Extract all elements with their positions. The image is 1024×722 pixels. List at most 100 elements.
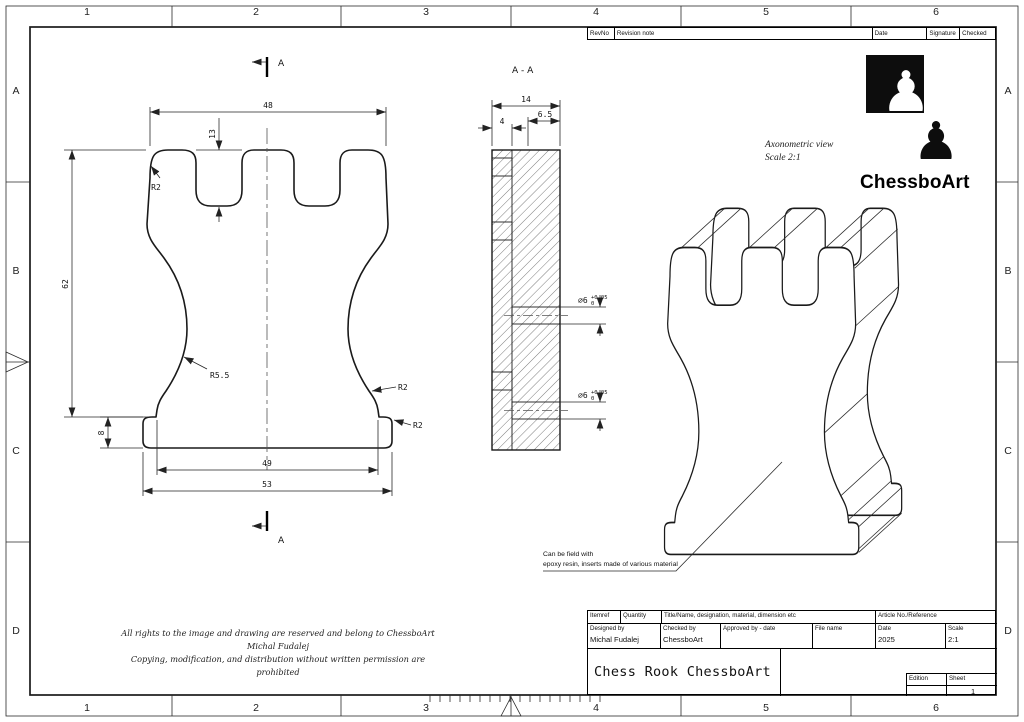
hole2-tol-lower: 0 (591, 396, 594, 402)
dim-front-wall: 4 (500, 117, 505, 126)
ext-62 (64, 149, 152, 418)
dim-top-width: 48 (263, 101, 273, 110)
zone-row-left-d: D (12, 625, 20, 637)
zone-row-left-b: B (12, 265, 20, 277)
zone-row-right-c: C (1004, 445, 1012, 457)
tb-designedby-value: Michal Fudalej (590, 635, 639, 644)
note-leader-line (543, 461, 783, 572)
zone-col-top-6: 6 (933, 6, 939, 18)
zone-col-top-4: 4 (593, 6, 599, 18)
dim-base-height: 8 (97, 430, 106, 435)
copyright-note: All rights to the image and drawing are … (118, 627, 438, 679)
dim-pocket: 6.5 (538, 110, 553, 119)
tb-date-value: 2025 (878, 635, 895, 644)
tb-approvedby-cell: Approved by - date (721, 624, 813, 649)
zone-col-top-5: 5 (763, 6, 769, 18)
tb-checkedby-label: Checked by (663, 625, 696, 632)
metric-graduation (429, 695, 601, 702)
hole1-tol-upper: +0.05 (591, 295, 608, 301)
rook-front-outline (142, 149, 393, 449)
rook-axon-front-face (663, 246, 860, 556)
logo-graphic: ♟ ♟ (866, 55, 960, 172)
zone-ticks (6, 6, 1018, 716)
axon-scale: Scale 2:1 (765, 153, 801, 163)
tb-checkedby-value: ChessboArt (663, 635, 703, 644)
tb-filename-cell: File name (813, 624, 876, 649)
axonometric-view (663, 207, 903, 556)
zone-col-bot-2: 2 (253, 702, 259, 714)
material-note: Can be field with epoxy resin, inserts m… (543, 550, 723, 569)
dim-height: 62 (61, 279, 70, 289)
logo-black-square (866, 55, 924, 113)
leader-r-base-right (393, 419, 412, 426)
zone-col-bot-4: 4 (593, 702, 599, 714)
zone-col-bot-5: 5 (763, 702, 769, 714)
radius-top-left: R2 (151, 183, 161, 192)
section-void-3 (491, 371, 513, 391)
leader-r-flare (183, 356, 208, 370)
logo: ♟ ♟ ChessboArt (860, 55, 990, 194)
tb-itemref-label: Itemref (588, 611, 621, 624)
tb-designedby-cell: Designed by Michal Fudalej (588, 624, 661, 649)
depth-connector-lines (681, 208, 902, 555)
leader-r-top-left (150, 165, 161, 179)
tb-sheet-label: Sheet (946, 673, 997, 685)
zone-col-top-3: 3 (423, 6, 429, 18)
tb-scale-value: 2:1 (948, 635, 959, 644)
hole2-tol-upper: +0.05 (591, 390, 608, 396)
zone-col-bot-1: 1 (84, 702, 90, 714)
tb-edition-value (906, 685, 946, 696)
copyright-line2: Copying, modification, and distribution … (130, 654, 426, 677)
axon-label: Axonometric view (764, 140, 834, 150)
dim-thickness: 14 (521, 95, 531, 104)
center-mark-left (5, 351, 29, 373)
cut-label-bottom: A (278, 536, 285, 546)
radius-base-right: R2 (413, 421, 423, 430)
ext-48 (149, 107, 387, 146)
section-title: A - A (512, 66, 534, 76)
dim-base-width: 53 (262, 480, 272, 489)
tb-titlename-label: Title/Name, designation, material, dimen… (662, 611, 876, 624)
tb-approvedby-label: Approved by - date (723, 625, 776, 632)
tb-date-cell: Date 2025 (876, 624, 946, 649)
zone-row-right-b: B (1004, 265, 1012, 277)
radius-mid-right: R2 (398, 383, 408, 392)
tb-scale-cell: Scale 2:1 (946, 624, 997, 649)
zone-row-right-a: A (1004, 85, 1012, 97)
front-view: A A 48 13 62 8 49 53 R2 R5.5 R2 (61, 57, 423, 546)
zone-col-bot-3: 3 (423, 702, 429, 714)
section-void-1 (491, 157, 513, 177)
section-view: A - A 14 4 6.5 ⌀6 +0.05 0 ⌀6 (478, 66, 608, 451)
tb-date-label: Date (878, 625, 892, 632)
zone-row-left-c: C (12, 445, 20, 457)
material-note-line2: epoxy resin, inserts made of various mat… (543, 560, 678, 568)
zone-row-right-d: D (1004, 625, 1012, 637)
zone-col-top-2: 2 (253, 6, 259, 18)
section-void-2 (491, 221, 513, 241)
zone-col-bot-6: 6 (933, 702, 939, 714)
section-body (491, 149, 561, 451)
black-pawn-icon: ♟ (913, 112, 960, 167)
material-note-line1: Can be field with (543, 551, 594, 558)
revision-col-checked: Checked (962, 30, 987, 37)
brand-name: ChessboArt (860, 172, 970, 193)
tb-articleno-label: Article No./Reference (876, 611, 997, 624)
tb-designedby-label: Designed by (590, 625, 625, 632)
ext-49 (156, 420, 379, 475)
zone-row-left-a: A (12, 85, 20, 97)
revision-col-signature: Signature (927, 28, 961, 39)
revision-col-date: Date (873, 28, 928, 39)
cut-label-top: A (278, 59, 285, 69)
copyright-line1: All rights to the image and drawing are … (121, 628, 435, 651)
ext-8 (100, 416, 143, 449)
tb-checkedby-cell: Checked by ChessboArt (661, 624, 721, 649)
tb-scale-label: Scale (948, 625, 964, 632)
sheet-frame (5, 5, 1019, 717)
radius-flare: R5.5 (210, 371, 229, 380)
drawing-title: Chess Rook ChessboArt (588, 649, 781, 696)
center-mark-bottom (500, 696, 522, 717)
revision-table: RevNo Revision note Date Signature Check… (587, 27, 996, 40)
tb-quantity-label: Quantity (621, 611, 662, 624)
